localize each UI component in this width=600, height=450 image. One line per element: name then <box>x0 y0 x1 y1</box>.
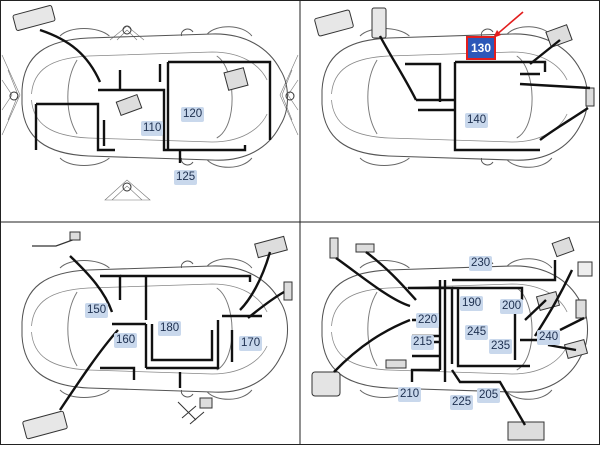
label-200: 200 <box>500 299 524 314</box>
label-240: 240 <box>537 330 561 345</box>
label-150: 150 <box>85 303 109 318</box>
label-245: 245 <box>465 325 489 340</box>
panel-top-left <box>1 5 299 201</box>
label-170: 170 <box>239 336 263 351</box>
panel-top-right <box>314 7 595 168</box>
label-110: 110 <box>141 121 164 136</box>
label-215: 215 <box>411 335 435 350</box>
panel-bottom-left <box>21 231 293 440</box>
label-120: 120 <box>181 107 205 122</box>
label-230: 230 <box>469 256 493 271</box>
label-225: 225 <box>450 395 474 410</box>
label-160: 160 <box>114 333 138 348</box>
label-235: 235 <box>489 339 513 354</box>
label-205: 205 <box>477 388 501 403</box>
label-130-highlighted: 130 <box>466 36 496 60</box>
label-180: 180 <box>158 321 182 336</box>
label-140: 140 <box>465 113 489 128</box>
label-210: 210 <box>398 387 422 402</box>
label-220: 220 <box>416 313 440 328</box>
label-125: 125 <box>174 170 198 185</box>
label-190: 190 <box>460 296 484 311</box>
